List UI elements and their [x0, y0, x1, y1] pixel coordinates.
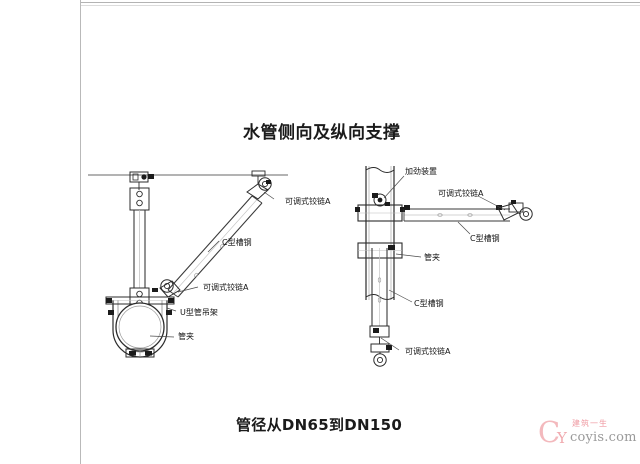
left-view-geometry — [88, 170, 288, 358]
label-left-u-hanger: U型管吊架 — [180, 308, 218, 317]
vertical-c-channel — [371, 248, 388, 327]
diagonal-c-channel-brace — [167, 195, 263, 298]
ceiling-anchor-bracket — [129, 171, 154, 190]
left-leader-lines — [149, 191, 275, 338]
right-end-hinge — [497, 200, 533, 221]
watermark-brand-name: 建筑一生 — [572, 419, 608, 428]
right-view-geometry — [355, 166, 533, 367]
drawing-title: 水管侧向及纵向支撑 — [243, 123, 401, 143]
lower-adjustable-hinge — [152, 279, 181, 298]
watermark-logo-y: Y — [557, 429, 567, 447]
right-leader-lines — [380, 175, 506, 351]
pipe-section — [115, 302, 165, 352]
page-border-top — [80, 2, 640, 3]
label-left-pipe-clamp: 管夹 — [178, 332, 194, 341]
vertical-riser-pipe — [365, 166, 395, 300]
page-border-top-secondary — [80, 5, 640, 6]
top-adjustable-hinge — [246, 170, 272, 200]
label-right-channel-horz: C型槽钢 — [470, 234, 500, 243]
clamp-side-bolts — [108, 310, 172, 315]
upper-pipe-clamp — [355, 204, 405, 222]
watermark: C Y 建筑一生 coyis.com — [538, 412, 638, 452]
pipe-clamp-bolts — [125, 348, 155, 358]
drawing-caption: 管径从DN65到DN150 — [236, 416, 403, 434]
lower-pipe-clamp — [357, 242, 403, 259]
label-left-channel: C型槽钢 — [222, 238, 252, 247]
label-left-hinge-lower: 可调式铰链A — [203, 283, 249, 292]
watermark-logo-c: C — [538, 415, 561, 449]
horizontal-c-channel-brace — [403, 205, 510, 222]
bottom-adjustable-hinge — [370, 343, 392, 367]
label-right-stiffener: 加劲装置 — [405, 167, 437, 176]
watermark-url: coyis.com — [570, 430, 637, 445]
upper-clevis — [129, 187, 150, 211]
vertical-hanger-rod — [133, 210, 146, 288]
label-right-channel-vert: C型槽钢 — [414, 299, 444, 308]
label-right-hinge-top: 可调式铰链A — [438, 189, 484, 198]
channel-end-bracket — [369, 325, 390, 344]
label-right-hinge-bottom: 可调式铰链A — [405, 347, 451, 356]
page-border-left — [80, 0, 81, 464]
stiffener-device — [372, 193, 390, 207]
label-left-hinge-top: 可调式铰链A — [285, 197, 331, 206]
label-right-pipe-clamp: 管夹 — [424, 253, 440, 262]
